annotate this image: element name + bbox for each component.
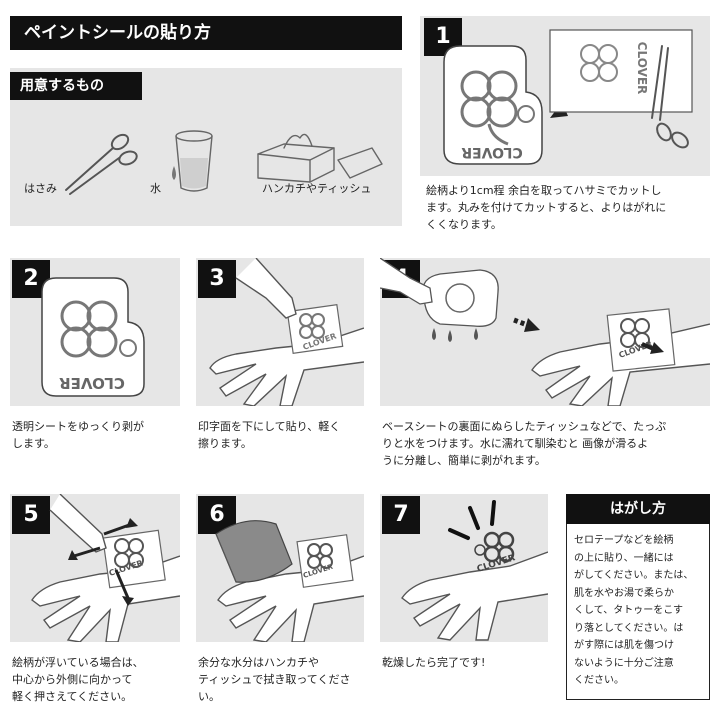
step-2-sticker-text: CLOVER — [59, 374, 125, 392]
removal-text: セロテープなどを絵柄 の上に貼り、一緒には がしてください。または、 肌を水やお… — [574, 535, 694, 686]
needed-items-heading: 用意するもの — [10, 72, 142, 100]
step-1-caption: 絵柄より1cm程 余白を取ってハサミでカットし ます。丸みを付けてカットすると、… — [426, 184, 667, 231]
tissue-label: ハンカチやティッシュ — [262, 182, 372, 195]
step-6-caption: 余分な水分はハンカチや ティッシュで拭き取ってくださ い。 — [198, 656, 351, 703]
scissors-label: はさみ — [24, 182, 57, 195]
step-5-illustration: CLOVER — [10, 494, 180, 642]
step-5-number: 5 — [12, 496, 50, 534]
step-7-illustration: CLOVER — [380, 494, 548, 642]
step-2-number: 2 — [12, 260, 50, 298]
page-title-banner: ペイントシールの貼り方 — [10, 16, 402, 50]
tissue-box-icon — [254, 124, 384, 184]
step-1-illustration: CLOVER CLOVER — [430, 28, 710, 176]
scissors-icon — [58, 124, 142, 198]
step-7-caption: 乾燥したら完了です! — [382, 656, 486, 669]
step-2-caption: 透明シートをゆっくり剥が します。 — [12, 420, 144, 450]
step-1-sheet-text: CLOVER — [635, 42, 649, 95]
water-label: 水 — [150, 182, 161, 195]
step-5-caption: 絵柄が浮いている場合は、 中心から外側に向かって 軽く押さえてください。 — [12, 656, 144, 703]
step-6-illustration: CLOVER — [196, 494, 364, 642]
step-3-caption: 印字面を下にして貼り、軽く 擦ります。 — [198, 420, 341, 450]
step-1-sticker-text: CLOVER — [461, 144, 523, 160]
page-title: ペイントシールの貼り方 — [24, 23, 211, 43]
water-glass-icon — [166, 128, 218, 194]
removal-heading: はがし方 — [566, 494, 710, 524]
step-3-number: 3 — [198, 260, 236, 298]
step-3-illustration: CLOVER — [196, 258, 364, 406]
step-4-caption: ベースシートの裏面にぬらしたティッシュなどで、たっぷ りと水をつけます。水に濡れ… — [382, 420, 667, 467]
step-7-number: 7 — [382, 496, 420, 534]
step-4-illustration: CLOVER — [380, 258, 710, 406]
step-2-illustration: CLOVER — [36, 270, 166, 400]
